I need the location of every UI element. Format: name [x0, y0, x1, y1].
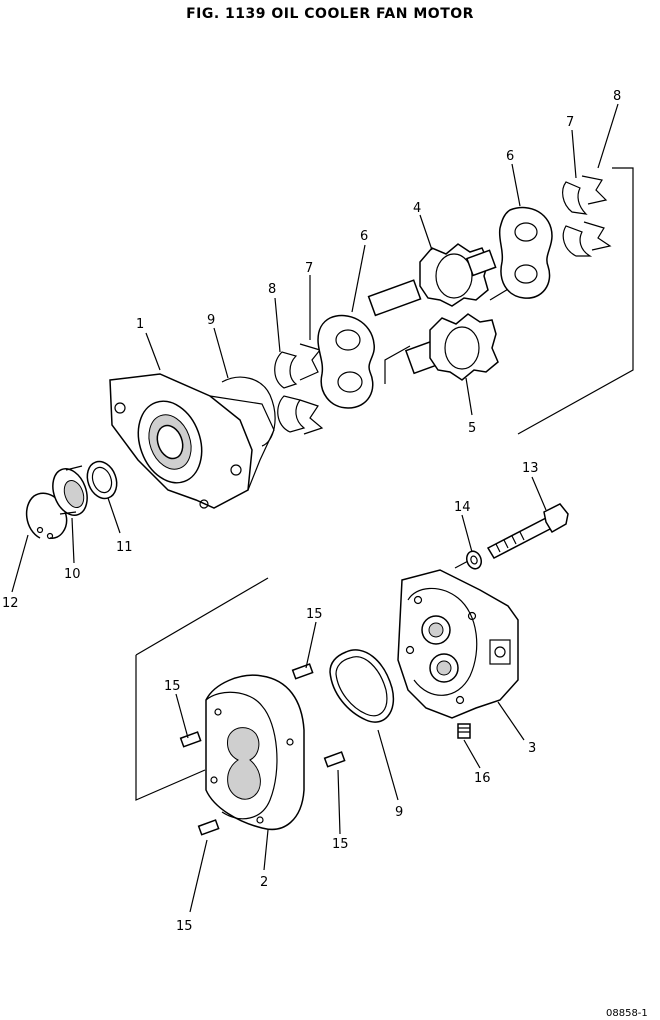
- callout-15-bottom: 15: [176, 919, 193, 934]
- front-cover-part-1: [109, 373, 275, 509]
- callout-8-right: 8: [613, 89, 621, 104]
- upper-boundary-lines: [384, 167, 634, 435]
- rear-cover-part-3: [397, 569, 519, 719]
- callout-4: 4: [413, 201, 421, 216]
- side-plate-part-6-left: [317, 314, 375, 409]
- callout-7-left: 7: [305, 261, 313, 276]
- callout-2: 2: [260, 875, 268, 890]
- callout-10: 10: [64, 567, 81, 582]
- plug-part-16: [457, 723, 471, 739]
- figure-title: FIG. 1139 OIL COOLER FAN MOTOR: [186, 6, 474, 22]
- side-plate-part-6-right: [498, 206, 553, 299]
- dowel-pins-part-15: [179, 663, 346, 836]
- callout-16: 16: [474, 771, 491, 786]
- callout-3: 3: [528, 741, 536, 756]
- seal-part-11: [86, 460, 118, 500]
- callout-11: 11: [116, 540, 133, 555]
- callout-15-top: 15: [306, 607, 323, 622]
- washer-part-14: [465, 550, 483, 570]
- callout-15-right: 15: [332, 837, 349, 852]
- callout-12: 12: [2, 596, 19, 611]
- drive-gear-part-4: [367, 243, 497, 317]
- callout-8-left: 8: [268, 282, 276, 297]
- backup-ring-part-7-left: [299, 343, 324, 435]
- bolt-part-13: [486, 503, 569, 559]
- leader-lines: [11, 103, 619, 913]
- callout-6-left: 6: [360, 229, 368, 244]
- callout-13: 13: [522, 461, 539, 476]
- callout-14: 14: [454, 500, 471, 515]
- gasket-part-9-upper: [221, 376, 276, 447]
- callout-7-right: 7: [566, 115, 574, 130]
- callout-labels: 1 2 3 4 5 6 6 7 7 8 8 9 9 10 11 12 13 14…: [2, 89, 621, 934]
- o-ring-part-9-lower: [329, 649, 395, 723]
- drawing-reference-code: 08858-1: [606, 1008, 648, 1019]
- callout-5: 5: [468, 421, 476, 436]
- seal-part-8-left: [274, 351, 306, 433]
- seal-part-8-right: [581, 175, 612, 251]
- bearing-part-10: [52, 465, 88, 516]
- callout-1: 1: [136, 317, 144, 332]
- backup-ring-part-7-right: [562, 181, 593, 257]
- callout-15-left: 15: [164, 679, 181, 694]
- callout-9-lower: 9: [395, 805, 403, 820]
- callout-9-upper: 9: [207, 313, 215, 328]
- callout-6-right: 6: [506, 149, 514, 164]
- snap-ring-part-12: [25, 492, 68, 540]
- driven-gear-part-5: [404, 313, 499, 381]
- gear-housing-part-2: [205, 674, 305, 831]
